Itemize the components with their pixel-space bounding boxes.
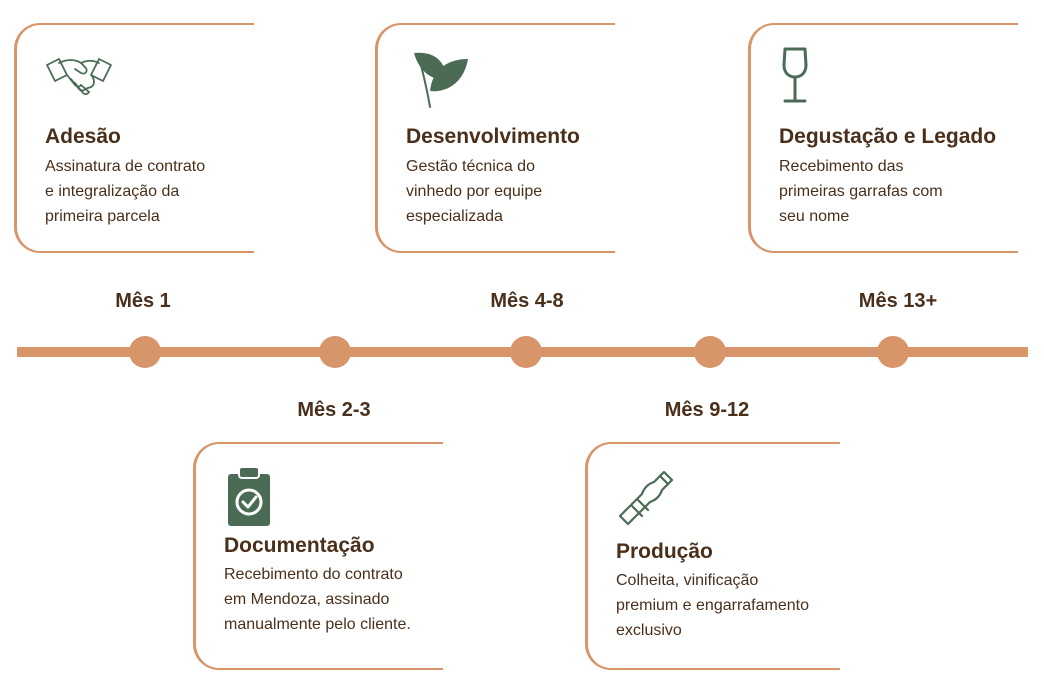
timeline-dot-4 [694,336,726,368]
card-degustacao: Degustação e Legado Recebimento das prim… [748,23,1018,253]
card-description: Colheita, vinificação premium e engarraf… [616,572,809,639]
card-description: Recebimento das primeiras garrafas com s… [779,158,943,225]
card-adesao: Adesão Assinatura de contrato e integral… [14,23,254,253]
milestone-label-2: Mês 2-3 [297,399,371,421]
timeline-dot-5 [877,336,909,368]
wine-bottle-icon [618,470,674,526]
timeline-dot-3 [510,336,542,368]
card-description: Gestão técnica do vinhedo por equipe esp… [406,158,543,225]
milestone-label-3: Mês 4-8 [490,290,564,312]
card-description: Assinatura de contrato e integralização … [45,158,206,225]
card-producao: Produção Colheita, vinificação premium e… [585,442,840,670]
card-desenvolvimento: Desenvolvimento Gestão técnica do vinhed… [375,23,615,253]
leaf-icon [414,52,468,108]
timeline-dot-2 [319,336,351,368]
milestone-label-4: Mês 9-12 [664,399,750,421]
timeline-dot-1 [129,336,161,368]
card-description: Recebimento do contrato em Mendoza, assi… [224,566,411,633]
clipboard-check-icon [228,466,270,526]
milestone-label-1: Mês 1 [115,290,171,312]
card-title: Desenvolvimento [406,125,580,148]
card-title: Produção [616,540,713,563]
milestone-label-5: Mês 13+ [858,290,938,312]
wine-glass-icon [782,47,808,103]
card-title: Documentação [224,534,375,557]
card-documentacao: Documentação Recebimento do contrato em … [193,442,443,670]
card-title: Adesão [45,125,121,148]
card-title: Degustação e Legado [779,125,997,148]
handshake-icon [46,58,112,95]
